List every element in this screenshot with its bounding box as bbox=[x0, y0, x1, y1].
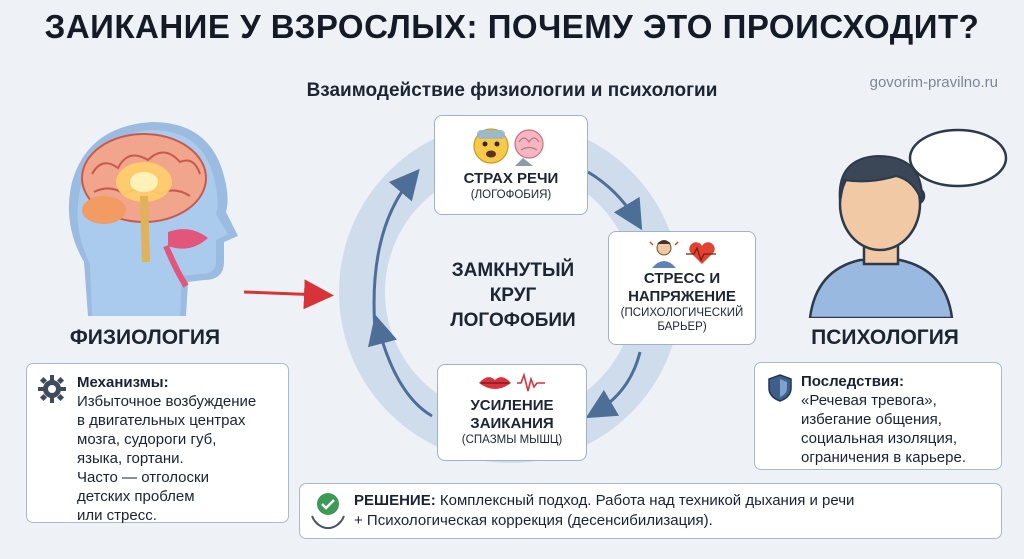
brain-icon bbox=[514, 129, 544, 166]
mechanisms-line: или стресс. bbox=[77, 507, 157, 524]
mechanisms-line: в двигательных центрах bbox=[77, 412, 246, 429]
fear-subtitle: (ЛОГОФОБИЯ) bbox=[470, 189, 552, 201]
consequences-box: Последствия: «Речевая тревога», избегани… bbox=[754, 362, 1002, 470]
consequences-line: «Речевая тревога», bbox=[801, 392, 937, 409]
sound-wave-icon bbox=[517, 372, 545, 392]
fearful-face-icon bbox=[473, 128, 509, 164]
shield-icon bbox=[768, 374, 792, 402]
cycle-arrow-bottom-left bbox=[368, 314, 433, 418]
cycle-arrow-top-right bbox=[587, 170, 643, 231]
gear-icon bbox=[38, 375, 66, 403]
site-url: govorim-pravilno.ru bbox=[869, 74, 998, 91]
stressed-person-icon bbox=[649, 240, 679, 268]
fear-icons bbox=[473, 128, 544, 166]
mechanisms-line: языка, гортани. bbox=[77, 450, 184, 467]
cycle-arrow-right-down bbox=[585, 351, 642, 419]
solution-line-1: РЕШЕНИЕ: Комплексный подход. Работа над … bbox=[354, 491, 994, 511]
solution-text-1: Комплексный подход. Работа над техникой … bbox=[439, 492, 855, 509]
stutter-icons bbox=[479, 372, 545, 392]
subtitle: Взаимодействие физиологии и психологии bbox=[306, 80, 718, 101]
solution-box: РЕШЕНИЕ: Комплексный подход. Работа над … bbox=[299, 483, 1002, 539]
red-arrow bbox=[243, 279, 334, 310]
check-hands-icon bbox=[311, 493, 345, 529]
stress-sub-line2: БАРЬЕР) bbox=[657, 321, 707, 333]
solution-label: РЕШЕНИЕ: bbox=[354, 492, 436, 509]
mechanisms-line: детских проблем bbox=[77, 488, 195, 505]
physiology-title: ФИЗИОЛОГИЯ bbox=[69, 326, 221, 349]
mechanisms-heading: Механизмы: bbox=[77, 374, 169, 391]
stress-title-line2: НАПРЯЖЕНИЕ bbox=[628, 288, 736, 305]
stress-title-line1: СТРЕСС И bbox=[643, 270, 721, 287]
stress-sub-line1: (ПСИХОЛОГИЧЕСКИЙ bbox=[620, 307, 744, 319]
person-illustration bbox=[808, 128, 1008, 318]
fear-title: СТРАХ РЕЧИ bbox=[463, 170, 559, 187]
consequences-heading: Последствия: bbox=[801, 373, 904, 390]
cycle-center-label: ЗАМКНУТЫЙ КРУГ ЛОГОФОБИИ bbox=[450, 260, 576, 331]
main-title: ЗАИКАНИЕ У ВЗРОСЛЫХ: ПОЧЕМУ ЭТО ПРОИСХОД… bbox=[44, 8, 980, 45]
stutter-title-line1: УСИЛЕНИЕ bbox=[470, 397, 554, 414]
heartbeat-icon bbox=[686, 242, 716, 264]
consequences-line: социальная изоляция, bbox=[801, 430, 958, 447]
consequences-line: ограничения в карьере. bbox=[801, 449, 966, 466]
psychology-title: ПСИХОЛОГИЯ bbox=[811, 326, 959, 349]
mechanisms-line: мозга, судороги губ, bbox=[77, 431, 217, 448]
mechanisms-line: Часто — отголоски bbox=[77, 469, 209, 486]
fear-box: СТРАХ РЕЧИ (ЛОГОФОБИЯ) bbox=[434, 115, 588, 215]
stutter-subtitle: (СПАЗМЫ МЫШЦ) bbox=[461, 434, 563, 446]
stutter-box: УСИЛЕНИЕ ЗАИКАНИЯ (СПАЗМЫ МЫШЦ) bbox=[437, 364, 587, 461]
stress-box: СТРЕСС И НАПРЯЖЕНИЕ (ПСИХОЛОГИЧЕСКИЙ БАР… bbox=[608, 231, 756, 345]
solution-line-2: + Психологическая коррекция (десенсибили… bbox=[354, 512, 713, 529]
brain-head-illustration bbox=[68, 122, 238, 316]
consequences-line: избегание общения, bbox=[801, 411, 942, 428]
stress-icons bbox=[649, 240, 716, 268]
stutter-title-line2: ЗАИКАНИЯ bbox=[470, 415, 554, 432]
lips-icon bbox=[479, 377, 511, 389]
mechanisms-box: Механизмы: Избыточное возбуждение в двиг… bbox=[26, 363, 289, 524]
mechanisms-line: Избыточное возбуждение bbox=[77, 393, 257, 410]
cycle-arrow-left-up bbox=[372, 168, 420, 331]
